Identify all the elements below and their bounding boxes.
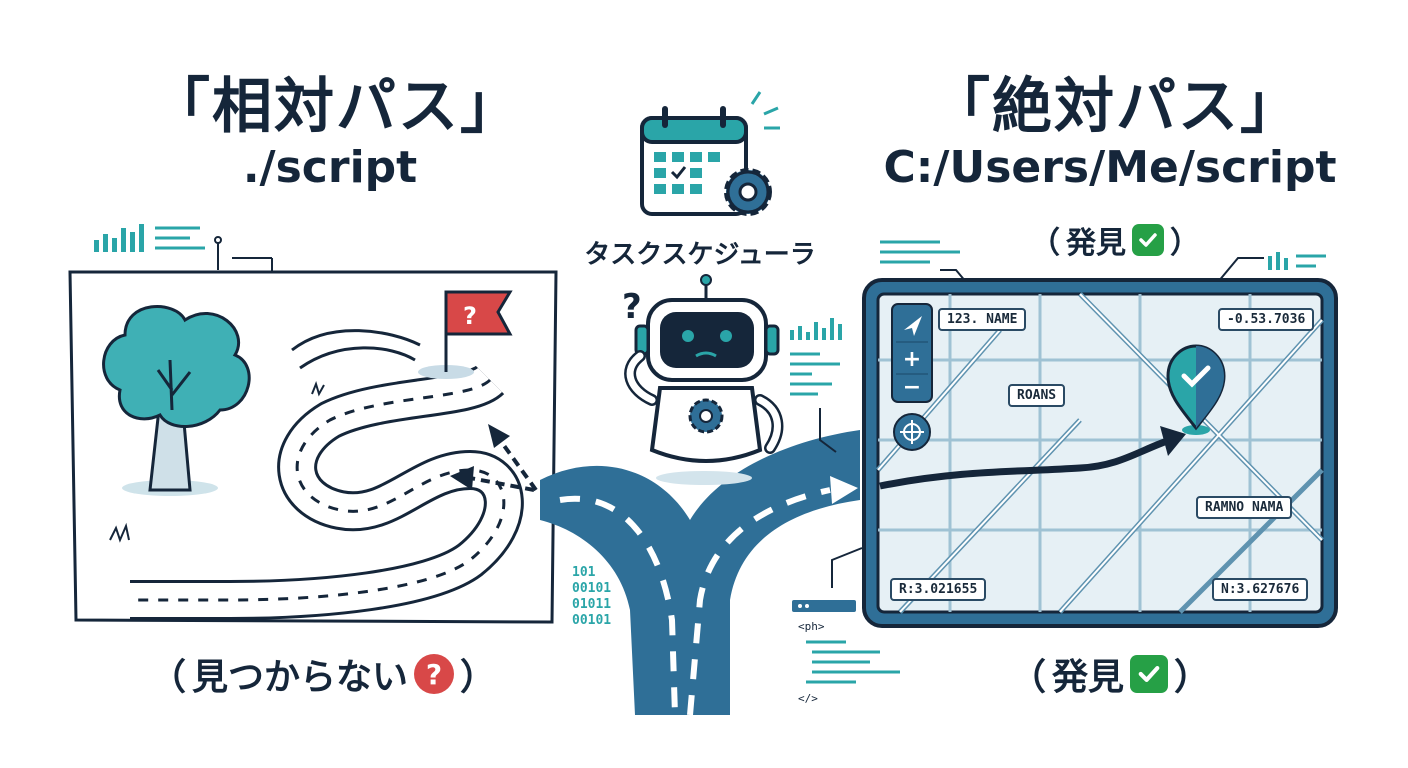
binary-text: 101 00101 01011 00101	[572, 565, 611, 628]
gps-device	[862, 278, 1338, 628]
arrow-head	[450, 466, 474, 490]
sparkle-lines	[750, 91, 780, 130]
robot-icon: ?	[622, 274, 784, 485]
grass-icon	[109, 522, 130, 543]
grass-icon	[311, 380, 325, 397]
check-badge-icon	[1130, 655, 1169, 693]
decor-connector-bottom	[831, 547, 863, 588]
arrow-head	[488, 424, 510, 448]
status-found-text: 発見	[1052, 657, 1125, 698]
winding-road	[130, 329, 524, 620]
decor-lines-left	[155, 226, 205, 250]
task-scheduler-label: タスクスケジューラ	[584, 240, 816, 270]
absolute-path-title: 「絶対パス」	[930, 72, 1302, 142]
calendar-icon	[640, 106, 748, 216]
map-label-bottom-right: N:3.627676	[1212, 578, 1309, 601]
zoom-out-button[interactable]: −	[903, 375, 921, 400]
map-label-street-a: ROANS	[1008, 384, 1066, 407]
status-not-found-text: 見つからない	[192, 657, 409, 698]
map-label-top-left: 123. NAME	[938, 308, 1027, 331]
check-badge-icon	[1132, 224, 1164, 256]
svg-text:<ph>: <ph>	[798, 620, 825, 633]
svg-text:00101: 00101	[572, 581, 611, 596]
map-label-street-b: RAMNO NAMA	[1196, 496, 1293, 519]
destination-pin-icon	[1166, 344, 1226, 435]
decor-bars-center	[790, 318, 842, 340]
route-arrow-head	[1160, 426, 1186, 456]
locate-me-button[interactable]	[893, 413, 931, 451]
decor-connector-center	[819, 408, 837, 453]
relative-path-status: （ 見つからない ? ）	[150, 648, 496, 700]
question-flag-icon: ?	[418, 290, 513, 379]
svg-text:</>: </>	[798, 692, 818, 705]
forked-road	[540, 430, 860, 716]
decor-bars-right	[1268, 252, 1288, 270]
question-badge-icon: ?	[414, 654, 455, 694]
decor-code-lines-center	[790, 352, 840, 396]
uncertain-arrows	[469, 438, 538, 492]
gear-icon	[724, 168, 772, 216]
relative-path-title: 「相対パス」	[150, 72, 522, 142]
decor-lines-right	[880, 240, 960, 264]
absolute-path-status-top: （ 発見 ）	[1030, 218, 1200, 262]
paper-map: ?	[68, 270, 558, 624]
svg-text:01011: 01011	[572, 597, 611, 612]
map-label-top-right: -0.53.7036	[1218, 308, 1315, 331]
map-label-bottom-left: R:3.021655	[890, 578, 987, 601]
code-snippet: <ph> </>	[792, 600, 900, 705]
navigation-arrow-icon[interactable]	[904, 316, 922, 336]
decor-bars-left	[94, 224, 144, 252]
tree-icon	[102, 305, 251, 496]
map-zoom-controls[interactable]: + −	[891, 303, 933, 403]
absolute-path-status-bottom: （ 発見 ）	[1010, 648, 1210, 700]
svg-text:00101: 00101	[572, 613, 611, 628]
decor-connector-right-2	[1217, 257, 1264, 283]
svg-text:101: 101	[572, 565, 596, 580]
decor-lines-right-2	[1296, 254, 1326, 268]
status-found-text: 発見	[1066, 226, 1126, 261]
route-line	[879, 436, 1172, 490]
flag-question-mark: ?	[463, 302, 477, 330]
absolute-path-example: C:/Users/Me/script	[883, 142, 1337, 193]
relative-path-example: ./script	[242, 142, 418, 193]
zoom-in-button[interactable]: +	[903, 347, 921, 372]
robot-question-mark: ?	[622, 287, 642, 327]
decor-connector-left	[214, 236, 273, 272]
